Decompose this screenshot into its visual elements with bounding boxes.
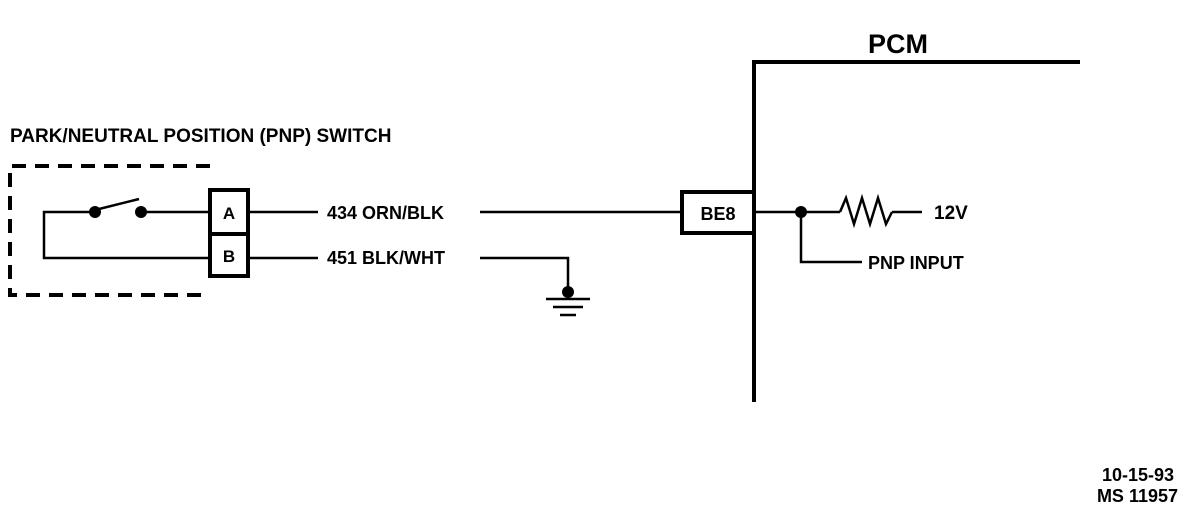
switch-lever [94,197,140,212]
footer-date: 10-15-93 [1102,465,1174,485]
connector-be8-box [680,190,756,235]
pcm-title: PCM [868,29,928,59]
pnp-input-wire [799,212,862,264]
wire-b-right-segment [480,256,570,292]
pin-b-box [208,232,250,278]
switch-internal-loop [42,210,210,260]
connector-be8-label: BE8 [700,204,735,224]
pin-a-label: A [223,204,235,223]
pnp-input-label: PNP INPUT [868,253,964,273]
pull-up-resistor [838,193,894,229]
footer-id: MS 11957 [1097,486,1178,506]
switch-title: PARK/NEUTRAL POSITION (PNP) SWITCH [10,126,391,147]
wire-a-label: 434 ORN/BLK [327,203,444,223]
switch-contact-right [135,206,147,218]
wire-b-label: 451 BLK/WHT [327,248,445,268]
switch-enclosure [8,164,210,297]
pin-b-label: B [223,247,235,266]
voltage-label: 12V [934,203,968,224]
ground-node [562,286,574,298]
pcm-boundary [752,60,1080,402]
